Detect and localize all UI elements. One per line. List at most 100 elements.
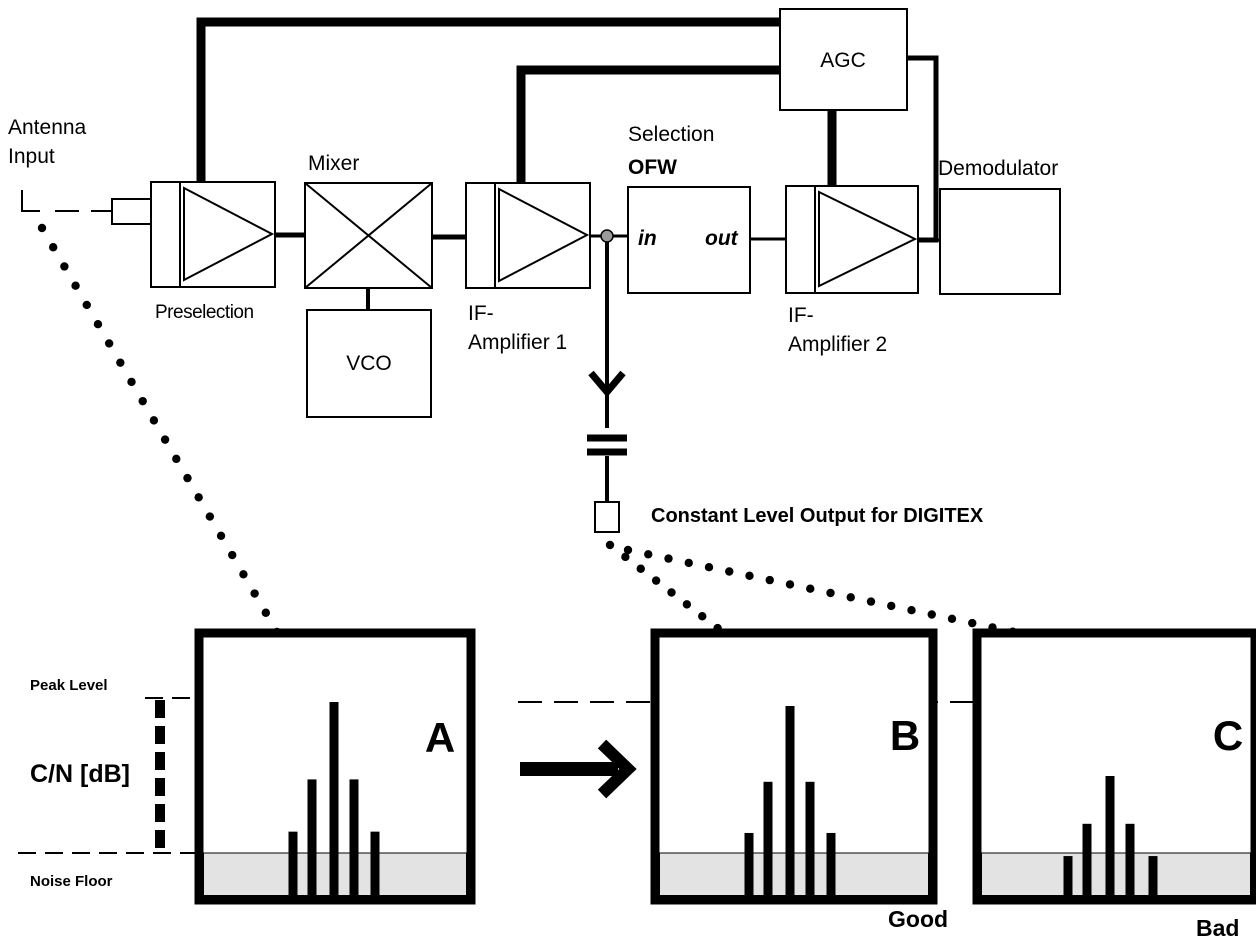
zoom-dot (172, 454, 181, 464)
constant-level-output-label: Constant Level Output for DIGITEX (651, 505, 984, 527)
peak-level-label: Peak Level (30, 677, 108, 694)
zoom-dot (968, 618, 977, 628)
zoom-dot (698, 612, 707, 621)
zoom-dot (887, 601, 896, 611)
if-amp1-label-line2: Amplifier 1 (468, 331, 567, 354)
zoom-dot (806, 584, 815, 593)
zoom-dot (664, 554, 673, 563)
tap-branch: Constant Level Output for DIGITEX (587, 229, 984, 533)
zoom-dot (228, 550, 237, 560)
zoom-dot (60, 262, 69, 271)
arrow-right-icon (520, 739, 637, 799)
zoom-dot (116, 358, 125, 367)
if-amp2-label-line2: Amplifier 2 (788, 333, 887, 356)
vco-label: VCO (346, 352, 392, 375)
mixer-label: Mixer (308, 152, 359, 175)
mixer-block: Mixer (304, 152, 433, 310)
zoom-dot (239, 570, 248, 579)
spectrum-bar (1082, 823, 1092, 896)
ofw-out-label: out (705, 227, 739, 250)
ofw-filter-block: Selection OFW in out (627, 123, 751, 294)
spectrum-panel-b: B (650, 628, 938, 905)
zoom-dot (205, 512, 215, 521)
if-amplifier-1-block: IF- Amplifier 1 (465, 182, 591, 354)
agc-block: AGC (779, 8, 908, 111)
zoom-dot (826, 588, 835, 598)
spectrum-bar (785, 706, 795, 896)
demodulator-label: Demodulator (938, 157, 1058, 180)
zoom-dot (644, 550, 653, 559)
zoom-dot (765, 575, 774, 585)
demodulator-block: Demodulator (938, 157, 1061, 295)
spectrum-bar (826, 832, 836, 896)
zoom-dot (194, 493, 203, 502)
zoom-dot (160, 435, 170, 444)
zoom-dot (104, 339, 114, 348)
amplifier-triangle-icon (183, 186, 275, 282)
if-amp1-label-line1: IF- (468, 302, 494, 325)
zoom-dot (621, 552, 630, 562)
spectrum-bar (805, 781, 815, 896)
noise-floor-label: Noise Floor (30, 873, 113, 890)
selection-label: Selection (628, 123, 714, 146)
panel-letter: A (425, 714, 455, 761)
antenna-input-label-line1: Antenna (8, 116, 87, 139)
zoom-dot (684, 558, 693, 568)
if-amplifier-2-block: IF- Amplifier 2 (785, 185, 919, 356)
spectrum-bar (1125, 823, 1135, 896)
zoom-dot (48, 243, 58, 252)
zoom-dot (37, 223, 47, 233)
zoom-dot (127, 377, 136, 387)
preselection-block: Preselection (150, 181, 276, 323)
zoom-dot (927, 610, 936, 619)
cn-label: C/N [dB] (30, 760, 130, 788)
antenna-input: Antenna Input (8, 116, 153, 225)
zoom-dot (138, 396, 147, 406)
zoom-dot (183, 473, 192, 483)
zoom-dot (71, 281, 80, 290)
zoom-dot (149, 416, 159, 425)
spectrum-bar (307, 779, 317, 896)
zoom-dot (250, 589, 259, 598)
zoom-dot (947, 614, 957, 623)
preselection-label: Preselection (155, 302, 254, 323)
dotted-zoom-lines (37, 223, 1038, 645)
zoom-dot (82, 300, 91, 310)
amplifier-triangle-icon (818, 190, 918, 288)
panel-b-caption: Good (888, 906, 948, 932)
zoom-dot (636, 564, 645, 573)
zoom-dot (704, 563, 714, 572)
panel-letter: C (1213, 712, 1243, 759)
spectrum-bar (763, 781, 773, 896)
zoom-dot (261, 608, 271, 617)
zoom-dot (623, 545, 633, 555)
spectrum-panel-c: C (972, 628, 1256, 905)
spectrum-bar (349, 779, 359, 896)
ofw-label: OFW (628, 156, 677, 179)
vco-block: VCO (306, 309, 432, 418)
zoom-dot (907, 606, 916, 615)
panel-c-caption: Bad (1196, 915, 1239, 941)
panel-letter: B (890, 712, 920, 759)
spectrum-bar (370, 831, 380, 896)
spectrum-bar (744, 832, 754, 896)
noise-floor-area (981, 852, 1251, 896)
junction-dot-icon (600, 229, 614, 243)
zoom-dot (667, 588, 676, 597)
zoom-dot (682, 600, 692, 609)
spectrum-panel-a: A (194, 628, 476, 905)
if-amp2-label-line1: IF- (788, 304, 814, 327)
amplifier-triangle-icon (498, 187, 590, 283)
spectrum-bar (329, 702, 339, 896)
spectrum-bar (1063, 856, 1073, 896)
spectrum-bar (288, 831, 298, 896)
zoom-dot (216, 531, 226, 541)
agc-label: AGC (820, 49, 866, 72)
spectrum-bar (1148, 856, 1158, 896)
zoom-dot (785, 580, 795, 589)
zoom-dot (846, 593, 855, 602)
zoom-dot (605, 540, 615, 550)
zoom-dot (651, 576, 661, 585)
zoom-dot (725, 567, 734, 576)
antenna-input-label-line2: Input (8, 145, 55, 168)
